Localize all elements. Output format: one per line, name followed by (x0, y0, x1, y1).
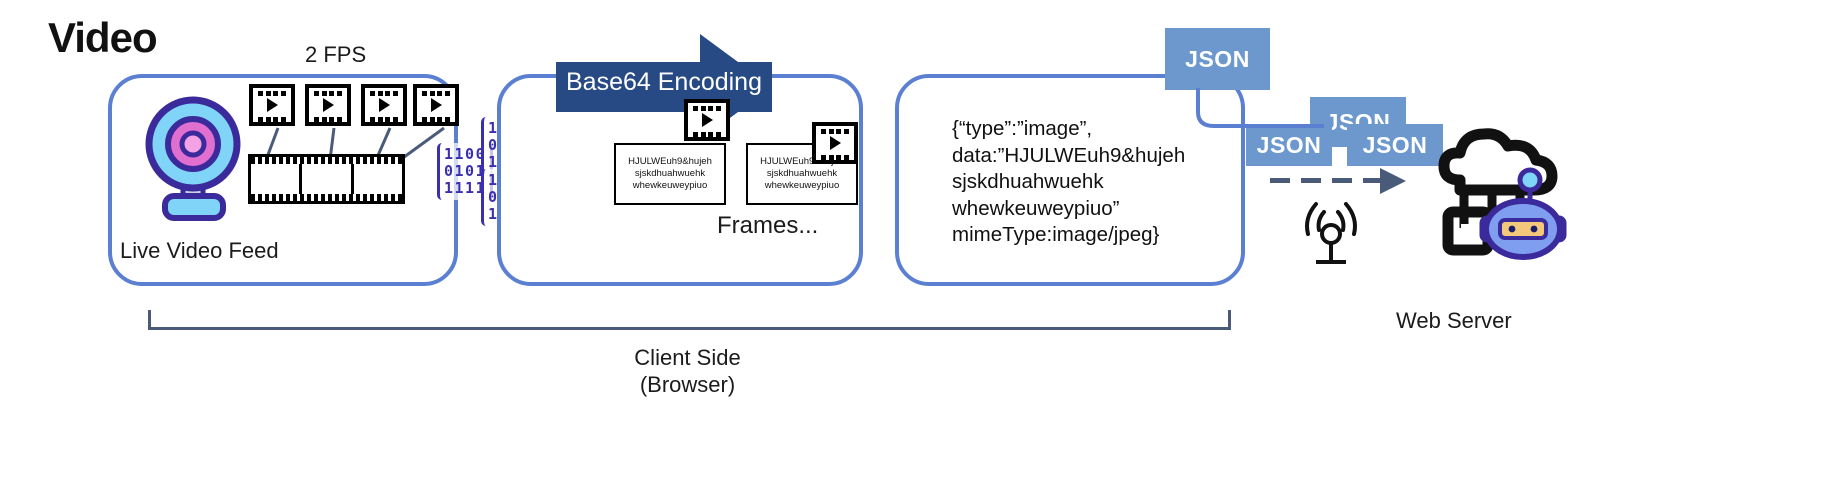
thumb-perforation-bottom (253, 114, 291, 122)
video-thumb-1 (249, 84, 295, 126)
video-play-icon (378, 98, 390, 112)
thumb-perforation-bottom (417, 114, 455, 122)
frame-card-text: HJULWEuh9&hujeh sjskdhuahwuehk whewkeuwe… (628, 156, 712, 191)
frame-card-text: HJULWEuh9&hujeh sjskdhuahwuehk whewkeuwe… (760, 156, 844, 191)
json-tag-label: JSON (1362, 131, 1428, 158)
thumb-perforation-bottom (688, 129, 726, 137)
frames-caption: Frames... (717, 212, 819, 239)
frame-card-1: HJULWEuh9&hujeh sjskdhuahwuehk whewkeuwe… (614, 143, 726, 205)
json-tag-3: JSON (1246, 124, 1332, 166)
video-play-icon (322, 98, 334, 112)
thumb-perforation-top (688, 103, 726, 111)
thumb-perforation-bottom (816, 152, 854, 160)
fps-label: 2 FPS (305, 42, 367, 67)
payload-panel (895, 74, 1245, 286)
page-title: Video (48, 14, 158, 61)
dashed-arrow-line (1270, 178, 1388, 183)
web-server-label: Web Server (1396, 308, 1512, 333)
video-thumb-3 (361, 84, 407, 126)
video-thumb-2 (305, 84, 351, 126)
video-thumb-4 (413, 84, 459, 126)
base64-label: Base64 Encoding (566, 68, 762, 96)
payload-json-text: {“type”:”image”, data:”HJULWEuh9&hujeh s… (952, 117, 1186, 246)
wifi-tower-icon (1288, 196, 1374, 268)
frame-badge-1 (684, 99, 730, 141)
video-play-icon (701, 113, 713, 127)
thumb-perforation-bottom (309, 114, 347, 122)
live-video-feed-label: Live Video Feed (120, 238, 279, 263)
json-tag-connector (1196, 88, 1324, 128)
dashed-arrow-head (1380, 168, 1406, 194)
filmstrip-divider (299, 164, 302, 194)
thumb-perforation-top (309, 88, 347, 96)
webcam-icon (143, 96, 243, 222)
filmstrip-divider (351, 164, 354, 194)
thumb-perforation-top (365, 88, 403, 96)
json-tag-label: JSON (1256, 131, 1322, 158)
thumb-perforation-top (816, 126, 854, 134)
json-tag-label: JSON (1185, 45, 1250, 72)
video-play-icon (829, 136, 841, 150)
cloud-robot-icon (1430, 120, 1580, 260)
video-play-icon (430, 98, 442, 112)
thumb-perforation-bottom (365, 114, 403, 122)
json-tag-4: JSON (1347, 124, 1443, 166)
client-side-bracket (148, 310, 1231, 330)
video-play-icon (266, 98, 278, 112)
thumb-perforation-top (417, 88, 455, 96)
json-tag-1: JSON (1165, 28, 1270, 90)
filmstrip-icon (248, 154, 405, 204)
client-side-label: Client Side (Browser) (634, 345, 741, 397)
frame-badge-2 (812, 122, 858, 164)
thumb-perforation-top (253, 88, 291, 96)
